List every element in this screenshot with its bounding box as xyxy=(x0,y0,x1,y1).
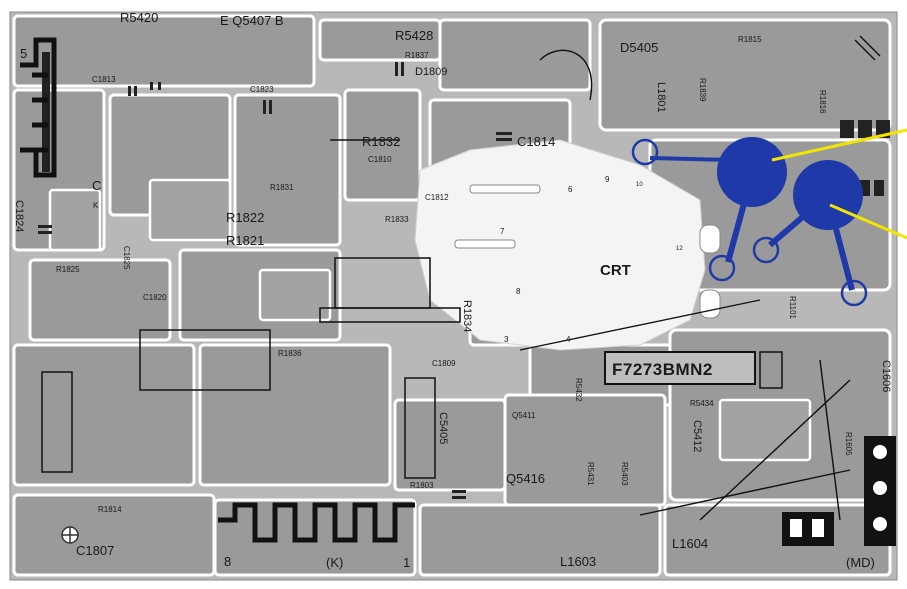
component-labels: R5420 E Q5407 B R5428 R1837 D1809 D5405 … xyxy=(13,10,892,569)
label-r5420: R5420 xyxy=(120,10,158,25)
connector-pin-k: (K) xyxy=(326,555,343,570)
crt-label: CRT xyxy=(600,262,631,279)
label-c5405: C5405 xyxy=(437,412,449,444)
crt-pin-slots xyxy=(454,184,721,319)
label-c5412: C5412 xyxy=(691,420,703,452)
coil-windings xyxy=(20,37,415,543)
ic-label-box xyxy=(604,351,756,385)
label-l1604: L1604 xyxy=(672,536,708,551)
pin-c: C xyxy=(92,178,101,193)
label-q5416: Q5416 xyxy=(506,471,545,486)
pin-4: 4 xyxy=(566,335,571,344)
label-q5407: E Q5407 B xyxy=(220,13,284,28)
label-r5432: R5432 xyxy=(574,378,583,402)
label-r1815: R1815 xyxy=(738,35,762,44)
jumper-wires xyxy=(330,35,881,521)
yellow-arrows xyxy=(771,128,907,240)
pin-10: 10 xyxy=(636,182,643,188)
label-l1603: L1603 xyxy=(560,554,596,569)
label-q5411: Q5411 xyxy=(512,411,536,420)
registration-mark xyxy=(61,526,79,544)
label-c1810: C1810 xyxy=(368,155,392,164)
label-c1812: C1812 xyxy=(425,193,449,202)
label-c1825: C1825 xyxy=(122,246,131,270)
pin-8: 8 xyxy=(516,287,521,296)
label-r5431: R5431 xyxy=(586,462,595,486)
connector-pin-1: 1 xyxy=(403,555,410,570)
label-c1820: C1820 xyxy=(143,293,167,302)
pin-labels: 5 6 7 8 9 10 12 4 3 C K 8 (K) 1 (MD) xyxy=(20,46,875,570)
pin-6: 6 xyxy=(568,185,573,194)
label-r1831: R1831 xyxy=(270,183,294,192)
label-r1101: R1101 xyxy=(788,296,797,320)
pin-k: K xyxy=(93,201,99,210)
label-r1834: R1834 xyxy=(461,300,473,332)
label-r1837: R1837 xyxy=(405,51,429,60)
label-c1824: C1824 xyxy=(13,200,25,232)
label-c1807: C1807 xyxy=(76,543,114,558)
label-c1814: C1814 xyxy=(517,134,555,149)
label-d5405: D5405 xyxy=(620,40,658,55)
label-r1803: R1803 xyxy=(410,481,434,490)
ic-part-number: F7273BMN2 xyxy=(612,360,713,379)
connectors xyxy=(782,436,896,546)
label-r5428: R5428 xyxy=(395,28,433,43)
pin-12: 12 xyxy=(676,246,683,252)
connector-pin-8: 8 xyxy=(224,554,231,569)
highlight-blob-1 xyxy=(717,137,787,207)
label-r1821: R1821 xyxy=(226,233,264,248)
label-r1822: R1822 xyxy=(226,210,264,225)
label-r5434: R5434 xyxy=(690,399,714,408)
connector-md: (MD) xyxy=(846,555,875,570)
pin-3: 3 xyxy=(504,335,509,344)
label-r1836: R1836 xyxy=(278,349,302,358)
label-c1809: C1809 xyxy=(432,359,456,368)
label-r1605: R1605 xyxy=(844,432,853,456)
label-c1823: C1823 xyxy=(250,85,274,94)
component-pads xyxy=(38,52,890,499)
label-r1832: R1832 xyxy=(362,134,400,149)
label-r1833: R1833 xyxy=(385,215,409,224)
label-c1606: C1606 xyxy=(880,360,892,392)
pin-7: 7 xyxy=(500,227,505,236)
label-r1839: R1839 xyxy=(698,78,707,102)
component-outlines xyxy=(41,257,783,479)
pin-9: 9 xyxy=(605,175,610,184)
label-r1825: R1825 xyxy=(56,265,80,274)
label-c1813: C1813 xyxy=(92,75,116,84)
label-r1816: R1816 xyxy=(818,90,827,114)
label-l1801: L1801 xyxy=(655,82,667,113)
pin-5: 5 xyxy=(20,46,27,61)
label-d1809: D1809 xyxy=(415,66,447,78)
label-r1814: R1814 xyxy=(98,505,122,514)
label-r5403: R5403 xyxy=(620,462,629,486)
